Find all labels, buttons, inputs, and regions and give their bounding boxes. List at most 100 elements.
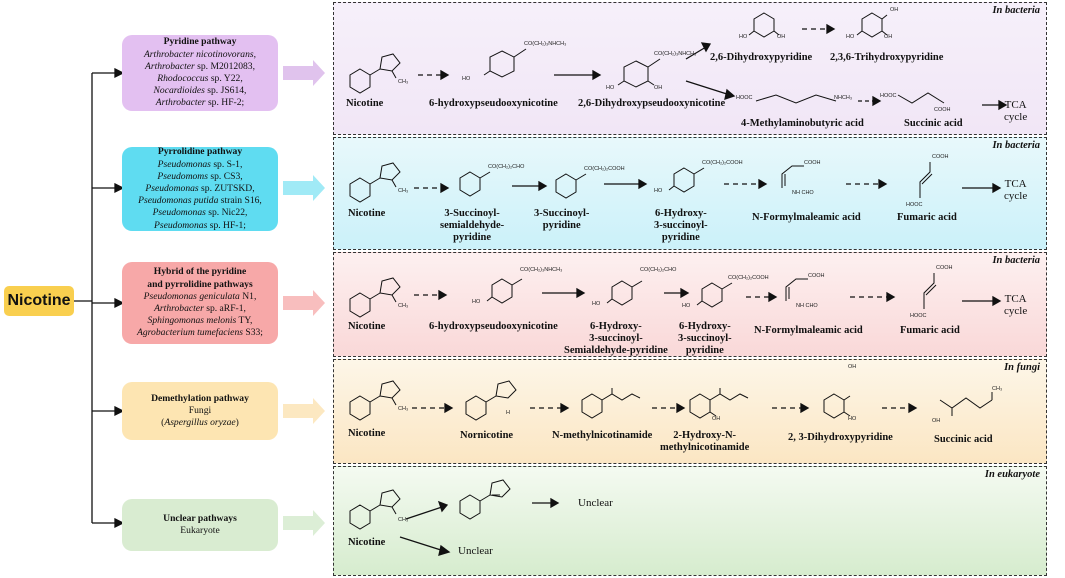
organism-entry: Pseudomonas sp. HF-1; [154, 219, 246, 231]
compound-label-nicotine: Nicotine [348, 321, 386, 332]
substituent-label: CO(CH₂)₂COOH [702, 160, 743, 166]
substituent-label: HO [592, 301, 601, 307]
compound-label-nicotine: Nicotine [348, 208, 386, 219]
organism-entry: Arthrobacter sp. M2012083, [145, 60, 255, 72]
substituent-label: CO(CH₂)₃NHCH₃ [654, 51, 697, 57]
compound-label-2-6-dihydroxypyridine: 2,6-Dihydroxypyridine [710, 52, 813, 63]
substituent-label: CO(CH₂)₃NHCH₃ [520, 267, 563, 273]
organism-entry: Pseudomonas sp. ZUTSKD, [145, 182, 255, 194]
substituent-label: HO [654, 188, 663, 194]
myosmine-structure [459, 479, 511, 520]
panel-unclear: In eukaryote CH₃ Nicotine Unclear Unclea… [333, 466, 1047, 576]
substituent-label: HO [846, 34, 855, 40]
substituent-label: CO(CH₂)₂COOH [584, 166, 625, 172]
category-title: Hybrid of the pyridine [153, 266, 247, 278]
methyl-label: CH₃ [398, 517, 409, 523]
unclear-product-label-1: Unclear [578, 497, 613, 509]
nicotine-structure [349, 380, 401, 421]
tca-cycle-label: TCA cycle [1004, 293, 1028, 317]
n-formylmaleamic-acid-structure [785, 278, 808, 301]
6-hydroxy-3-succinoyl-semialdehyde-pyridine-structure [606, 280, 643, 306]
methyl-label: CH₃ [398, 303, 409, 309]
2-6-dihydroxypseudooxynicotine-structure [617, 58, 661, 88]
panel-tag: In bacteria [992, 255, 1040, 266]
tca-cycle-label: TCA cycle [1004, 99, 1028, 123]
organism-entry: Pseudomonas sp. S-1, [157, 158, 243, 170]
compound-label-n-methylnicotinamide: N-methylnicotinamide [552, 430, 653, 441]
substituent-label: CO(CH₂)₂CHO [488, 164, 525, 170]
substituent-label: COOH [936, 265, 953, 271]
nornicotine-structure [465, 380, 517, 421]
organism-entry: Sphingomonas melonis TY, [147, 315, 253, 327]
organism-entry: Pseudomonas sp. Nic22, [152, 207, 248, 219]
category-title: Unclear pathways [163, 512, 237, 524]
substituent-label: HOOC [880, 93, 897, 99]
substituent-label: CO(CH₂)₃NHCH₃ [524, 41, 567, 47]
panel-tag: In fungi [1004, 362, 1040, 373]
root-node-nicotine: Nicotine [4, 286, 74, 316]
substituent-label: H [506, 410, 510, 416]
panel-tag: In eukaryote [984, 469, 1040, 480]
substituent-label: NHCH₃ [834, 95, 853, 101]
compound-label-n-formylmaleamic-acid: N-Formylmaleamic acid [752, 212, 861, 223]
substituent-label: OH [712, 416, 721, 422]
6-hydroxypseudooxynicotine-structure [486, 278, 523, 304]
substituent-label: OH [777, 34, 786, 40]
fumaric-acid-structure [919, 162, 933, 198]
substituent-label: HO [462, 76, 471, 82]
demethylation-soft-arrow [283, 398, 325, 424]
compound-label-2-3-6-trihydroxypyridine: 2,3,6-Trihydroxypyridine [830, 52, 944, 63]
pyridine-soft-arrow [283, 60, 325, 86]
substituent-label: HOOC [910, 313, 927, 319]
6-hydroxypseudooxynicotine-structure [483, 48, 527, 78]
category-title: Pyridine pathway [163, 36, 237, 48]
compound-label-nicotine: Nicotine [346, 98, 384, 109]
nicotine-structure [349, 162, 401, 203]
organism-entry: Pseudomoms sp. CS3, [157, 170, 243, 182]
unclear-product-label-2: Unclear [458, 545, 493, 557]
tree-connectors [74, 60, 325, 536]
compound-label-nicotine: Nicotine [348, 537, 386, 548]
reaction-arrows [414, 287, 1002, 307]
compound-label-4-methylaminobutyric-acid: 4-Methylaminobutyric acid [741, 118, 864, 129]
substituent-label: COOH [804, 160, 821, 166]
2-3-6-trihydroxypyridine-structure [856, 12, 888, 38]
2-6-dihydroxypyridine-structure [748, 12, 780, 38]
substituent-label: HOOC [906, 202, 923, 208]
4-methylaminobutyric-acid-structure [755, 94, 837, 104]
2-hydroxy-n-methylnicotinamide-structure [689, 388, 749, 419]
nicotine-structure [349, 277, 401, 318]
hybrid-soft-arrow [283, 290, 325, 316]
panel-pyrrolidine: In bacteria CH₃ Nicotine CO(CH₂)₂CHO 3-S… [333, 137, 1047, 250]
substituent-label: HO [848, 416, 857, 422]
n-methylnicotinamide-structure [581, 388, 641, 419]
fumaric-acid-structure [923, 273, 937, 309]
compound-label-succinic-acid: Succinic acid [934, 434, 993, 445]
organism-entry: Agrobacterium tumefaciens S33; [137, 327, 263, 339]
organism-entry: Fungi [188, 404, 212, 416]
substituent-label: OH [884, 34, 893, 40]
category-title: Pyrrolidine pathway [157, 146, 243, 158]
substituent-label: OH [654, 85, 663, 91]
succinic-acid-structure [897, 92, 945, 104]
compound-label-6-hydroxy-3-succinoyl-pyridine: 6-Hydroxy- 3-succinoyl- pyridine [654, 208, 708, 243]
compound-label-2-3-dihydroxypyridine: 2, 3-Dihydroxypyridine [788, 432, 893, 443]
substituent-label: NH CHO [796, 303, 818, 309]
6-hydroxy-3-succinoyl-pyridine-structure [668, 167, 705, 193]
compound-label-3-succinoyl-semialdehyde-pyridine: 3-Succinoyl- semialdehyde- pyridine [440, 208, 505, 243]
2-3-dihydroxypyridine-structure [823, 393, 851, 419]
substituent-label: OH [932, 418, 941, 424]
compound-label-2-6-dihydroxypseudooxynicotine: 2,6-Dihydroxypseudooxynicotine [578, 98, 726, 109]
methyl-label: CH₃ [398, 188, 409, 194]
compound-label-6-hydroxypseudooxynicotine: 6-hydroxypseudooxynicotine [429, 98, 558, 109]
organism-entry: Arthrobacter sp. HF-2; [155, 97, 245, 109]
category-title: and pyrrolidine pathways [147, 278, 253, 290]
panel-pyridine: In bacteria CH₃ Nicotine CO(CH₂)₃NHCH₃ H… [333, 2, 1047, 135]
3-succinoyl-pyridine-structure [555, 173, 587, 199]
succinic-acid-structure [939, 392, 993, 416]
compound-label-3-succinoyl-pyridine: 3-Succinoyl- pyridine [534, 208, 590, 231]
reaction-arrows [418, 23, 1008, 111]
pyrrolidine-soft-arrow [283, 175, 325, 201]
